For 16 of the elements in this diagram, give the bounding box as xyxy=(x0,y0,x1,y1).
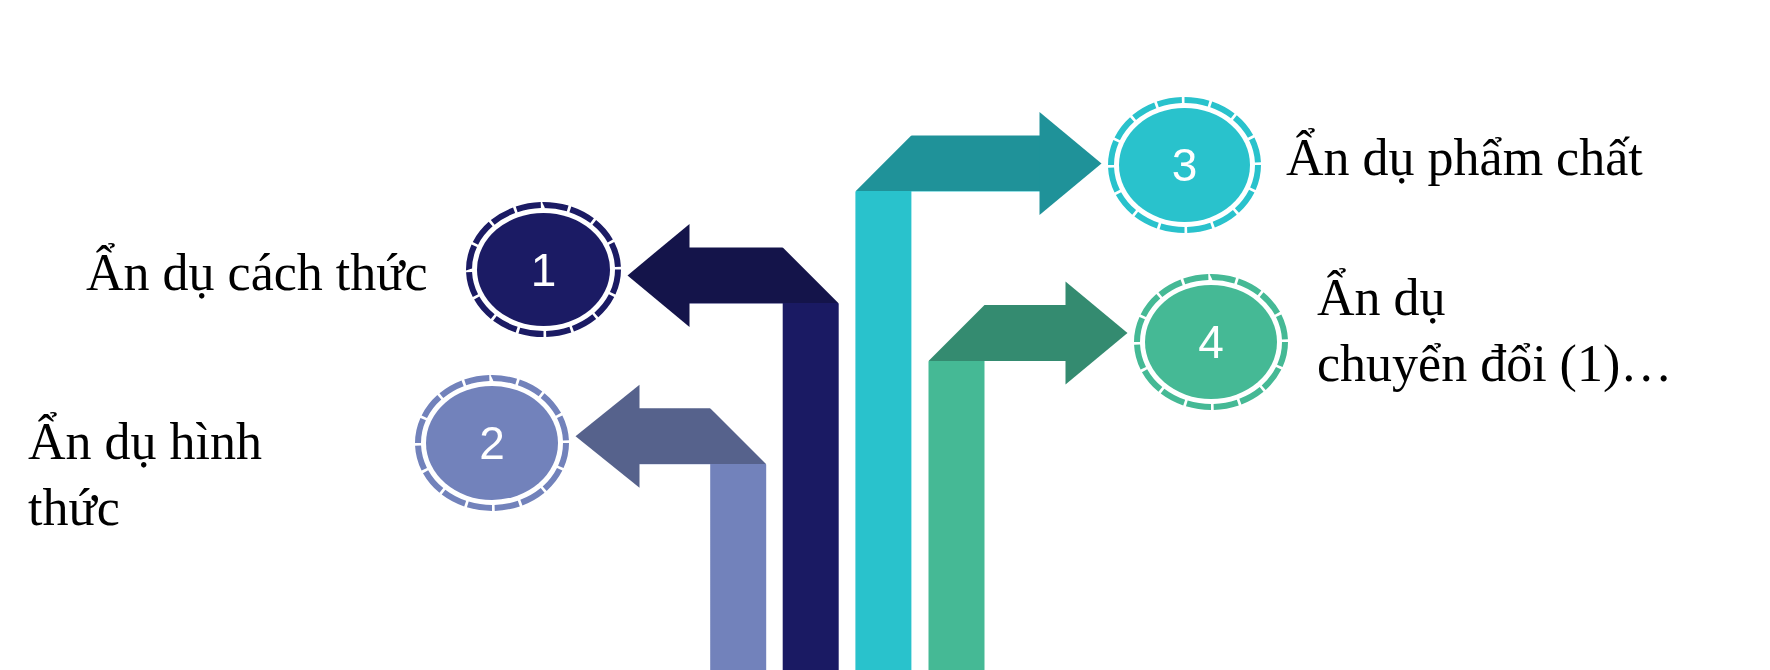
numbered-circle xyxy=(415,375,569,511)
numbered-circle xyxy=(1108,97,1261,233)
step-number: 3 xyxy=(1171,142,1198,188)
step-number: 1 xyxy=(530,246,557,293)
numbered-circle xyxy=(466,202,621,337)
bent-arrow xyxy=(575,384,767,670)
bent-arrow xyxy=(855,111,1102,670)
item-label: Ẩn dụ phẩm chất xyxy=(1286,127,1643,188)
bent-arrow xyxy=(627,223,839,670)
bent-arrow xyxy=(928,281,1128,670)
numbered-circle xyxy=(1134,274,1288,410)
item-label: Ẩn dụ cách thức xyxy=(86,242,428,303)
item-label: Ẩn dụ chuyển đổi (1)… xyxy=(1317,267,1673,394)
step-number: 4 xyxy=(1198,319,1224,365)
step-number: 2 xyxy=(479,420,505,466)
item-label: Ẩn dụ hình thức xyxy=(28,411,263,538)
